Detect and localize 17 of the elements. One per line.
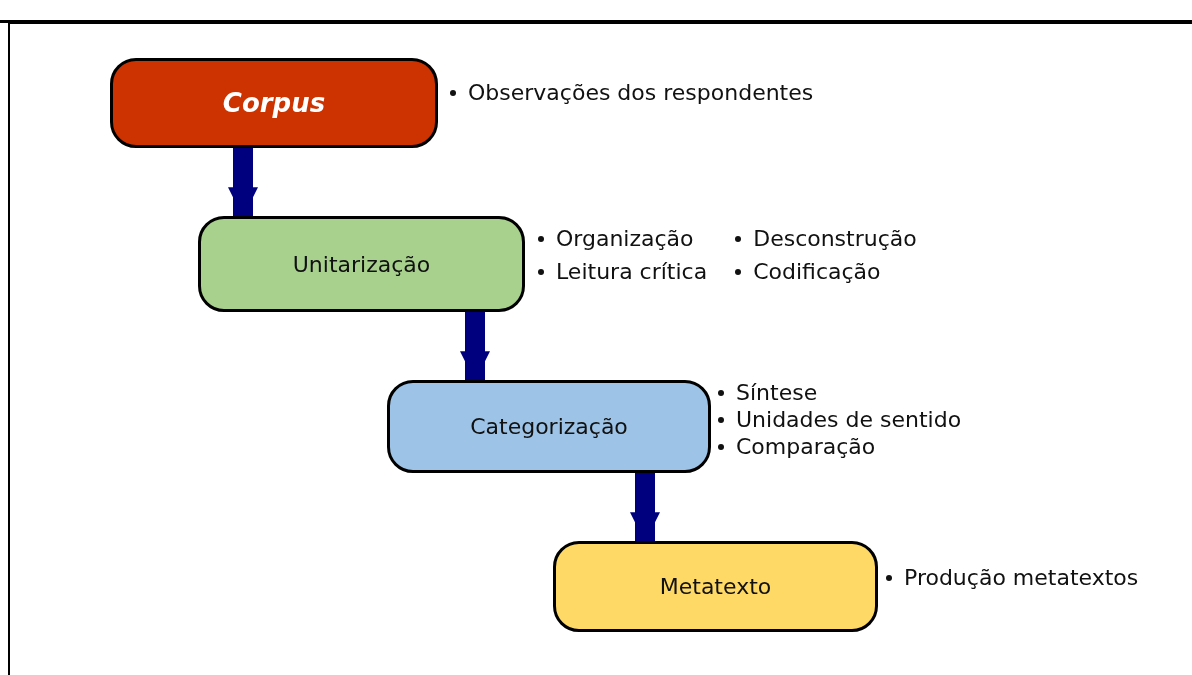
box-label: Corpus <box>222 88 326 118</box>
bullet-item: Produção metatextos <box>884 565 1139 590</box>
process-box <box>198 216 525 312</box>
bullet-item: Organização <box>536 226 708 251</box>
bullet-item: Unidades de sentido <box>716 407 962 432</box>
bullet-item: Síntese <box>716 380 962 405</box>
process-box <box>110 58 438 148</box>
process-box <box>553 541 878 632</box>
box-label: Unitarização <box>292 251 431 277</box>
bullet-item: Codificação <box>733 259 917 284</box>
box-label: Metatexto <box>659 574 772 599</box>
process-box <box>387 380 711 473</box>
bullet-item: Comparação <box>716 434 962 459</box>
bullet-item: Observações dos respondentes <box>448 80 814 105</box>
box-label: Categorização <box>470 414 628 439</box>
bullet-item: Desconstrução <box>733 226 917 251</box>
bullet-item: Leitura crítica <box>536 259 708 284</box>
